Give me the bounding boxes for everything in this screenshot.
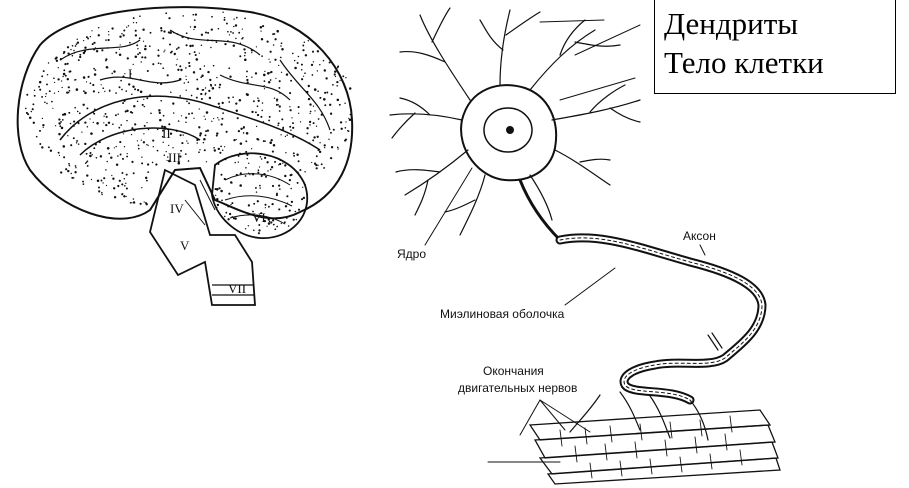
axon-myelin-inner xyxy=(560,238,762,400)
axon-myelin-outer xyxy=(560,238,762,400)
label-axon: Аксон xyxy=(683,229,716,243)
axon-hillock xyxy=(520,180,560,240)
legend-dendrites: Дендриты xyxy=(664,8,798,39)
brain-numeral-5: V xyxy=(180,238,190,253)
label-endings-line2: двигательных нервов xyxy=(458,381,577,395)
nucleus xyxy=(506,126,514,134)
label-endings-line1: Окончания xyxy=(483,364,544,378)
cerebrum-outline xyxy=(18,7,353,219)
brain-numeral-4: IV xyxy=(170,201,184,216)
label-myelin: Миэлиновая оболочка xyxy=(440,307,565,321)
brain-illustration xyxy=(18,7,353,305)
brain-numeral-2: II xyxy=(162,126,171,141)
brain-numeral-6: VI xyxy=(252,210,266,225)
muscle-fibers xyxy=(530,410,780,484)
brain-numeral-7: VII xyxy=(228,281,246,296)
brain-numeral-1: I xyxy=(128,66,132,81)
label-nucleus: Ядро xyxy=(397,247,426,261)
brain-stipple xyxy=(25,11,351,234)
legend-cell-body: Тело клетки xyxy=(664,47,824,78)
brain-numeral-3: III xyxy=(168,150,181,165)
